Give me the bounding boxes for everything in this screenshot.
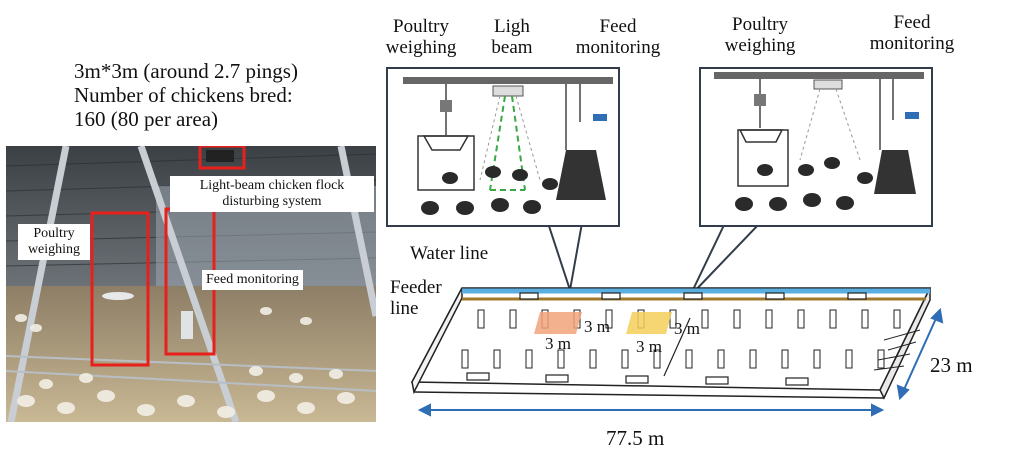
barn-length-label: 77.5 m [606, 426, 665, 450]
chickens-count-caption: 160 (80 per area) [74, 107, 219, 131]
area-size-caption: 3m*3m (around 2.7 pings) [74, 59, 298, 83]
water-line-label: Water line [410, 243, 489, 264]
test-area-2 [626, 312, 672, 334]
test-area-1 [534, 312, 582, 334]
detail-left-feed-header: Feed monitoring [575, 16, 661, 59]
feed-monitoring-label: Feed monitoring [202, 270, 303, 291]
area1-height-label: 3 m [584, 317, 610, 336]
poultry-weighing-label: Poultry weighing [18, 224, 90, 261]
light-beam-label: Light-beam chicken flock disturbing syst… [170, 176, 374, 213]
barn-width-label: 23 m [930, 353, 973, 377]
detail-right-poultry-header: Poultry weighing [724, 14, 796, 57]
area1-width-label: 3 m [545, 334, 571, 353]
area2-height-label: 3 m [674, 319, 700, 338]
detail-box-right [699, 67, 933, 227]
barn-house [410, 287, 932, 400]
callout-right [689, 222, 763, 297]
chickens-bred-caption: Number of chickens bred: [74, 83, 293, 107]
detail-left-light-header: Ligh beam [491, 16, 533, 59]
detail-left-poultry-header: Poultry weighing [385, 16, 457, 59]
width-dimension [896, 307, 944, 401]
area2-width-label: 3 m [636, 337, 662, 356]
detail-right-feed-header: Feed monitoring [869, 12, 955, 55]
length-dimension [417, 403, 885, 417]
detail-box-left [386, 67, 620, 227]
feeder-line-label: Feeder line [390, 277, 442, 320]
barn-photo: Poultry weighing Light-beam chicken floc… [6, 146, 376, 422]
callout-left [546, 222, 584, 291]
